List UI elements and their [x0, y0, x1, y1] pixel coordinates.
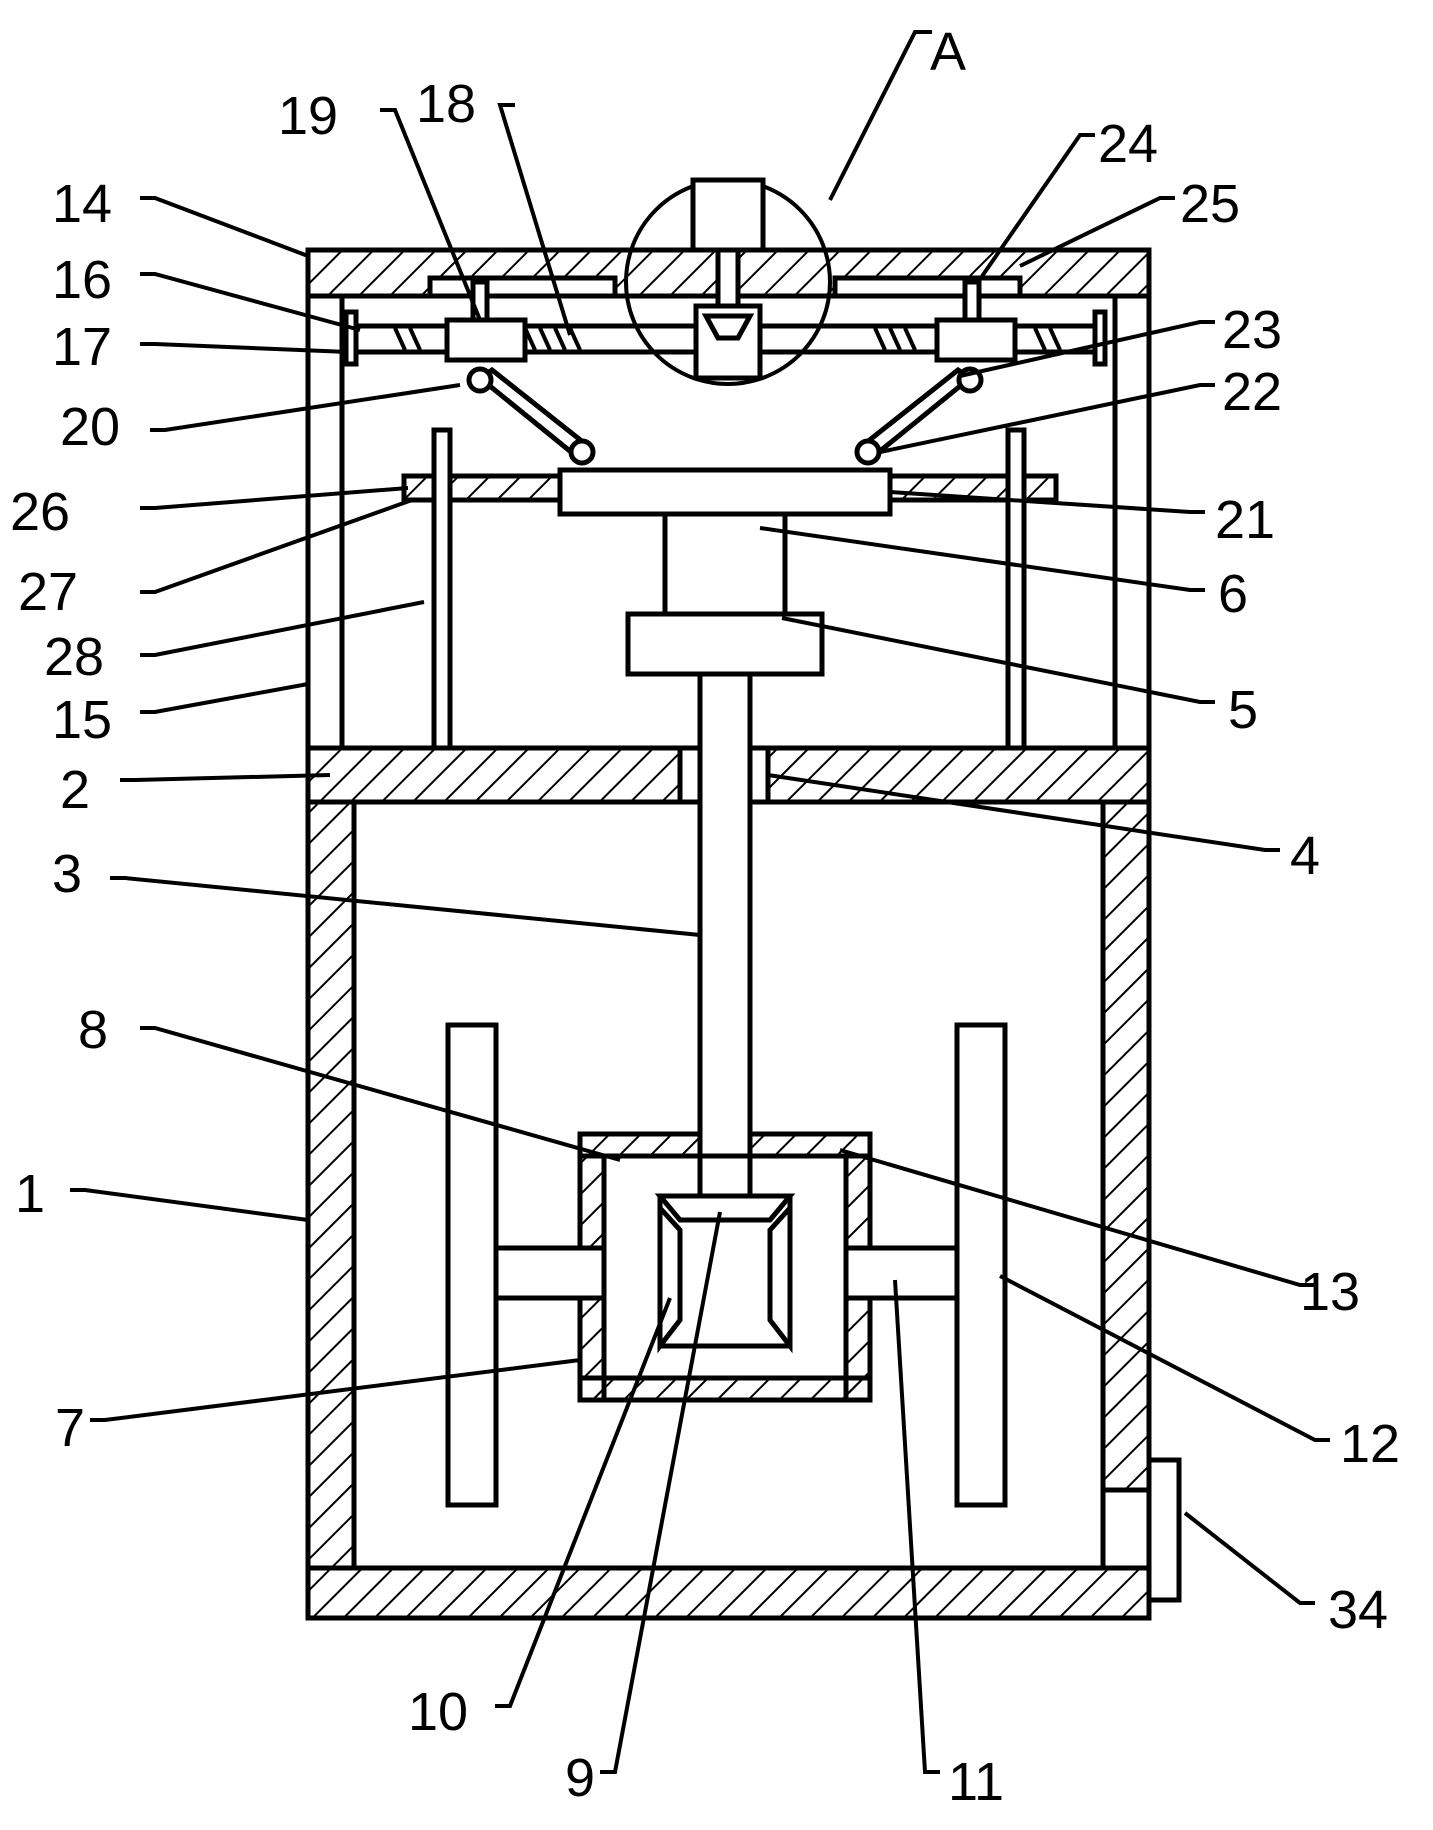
bevel-gears	[654, 1193, 796, 1354]
callout-14: 14	[52, 174, 112, 234]
callout-10: 10	[408, 1682, 468, 1742]
callout-28: 28	[44, 627, 104, 687]
bearing-left-17	[343, 309, 359, 367]
motor-base-5	[625, 611, 825, 677]
tank-bottom-1	[305, 1565, 1152, 1621]
callout-25: 25	[1180, 174, 1240, 234]
callout-labels: A 14 16 17 19 18 24 25 23 22 20 26 21 27…	[10, 22, 1400, 1812]
tank-wall-left-1	[305, 799, 357, 1571]
leader-lines	[70, 30, 1330, 1774]
callout-23: 23	[1222, 300, 1282, 360]
bevel-gear-10	[657, 1201, 683, 1354]
motor-cap	[690, 177, 766, 253]
paddle-right-12	[954, 1022, 1008, 1508]
callout-2: 2	[60, 760, 90, 820]
callout-18: 18	[416, 74, 476, 134]
guide-strip-left-26	[401, 473, 563, 503]
callout-11: 11	[948, 1752, 1004, 1812]
callout-21: 21	[1215, 490, 1275, 550]
callout-7: 7	[55, 1398, 85, 1458]
lower-tank	[305, 799, 1182, 1621]
shaft-in-box	[697, 1153, 753, 1199]
bearing-right	[1092, 309, 1108, 367]
pivot-right-bottom-22	[854, 438, 882, 466]
gearbox-left-upper	[577, 1153, 607, 1251]
bevel-gear-top	[701, 313, 755, 341]
callout-24: 24	[1098, 114, 1158, 174]
plate-right-4	[765, 745, 1152, 805]
callout-13: 13	[1300, 1262, 1360, 1322]
callout-A: A	[930, 22, 966, 82]
side-wall-left-15	[305, 293, 345, 751]
detail-A	[624, 177, 832, 386]
rail-right-25	[832, 275, 1023, 299]
linkages	[466, 366, 984, 466]
callout-9: 9	[565, 1748, 595, 1808]
callout-15: 15	[52, 690, 112, 750]
callout-4: 4	[1290, 826, 1320, 886]
side-wall-right-15	[1112, 293, 1152, 751]
guide-rod-left-28	[431, 427, 453, 751]
paddle-left-12	[445, 1022, 499, 1508]
guide-rod-right-28	[1005, 427, 1027, 751]
callout-27: 27	[18, 562, 78, 622]
motor-assembly	[625, 511, 825, 677]
pivot-left-top	[466, 366, 494, 394]
slider-left-19	[444, 317, 528, 363]
callout-22: 22	[1222, 362, 1282, 422]
gearbox-bottom-7	[577, 1375, 873, 1403]
gearbox-right-upper	[843, 1153, 873, 1251]
callout-5: 5	[1228, 680, 1258, 740]
callout-6: 6	[1218, 564, 1248, 624]
slider-rod-left	[470, 279, 490, 323]
outlet-pipe	[1100, 1487, 1152, 1571]
motor-shaft	[715, 247, 741, 311]
callout-12: 12	[1340, 1414, 1400, 1474]
lift-plate-21	[557, 467, 893, 517]
main-shaft-3	[697, 671, 753, 1237]
callout-1: 1	[15, 1164, 45, 1224]
valve-34	[1146, 1457, 1182, 1603]
pivot-left-bottom-22	[568, 438, 596, 466]
lift-plate	[401, 427, 1059, 751]
callout-20: 20	[60, 397, 120, 457]
slider-rod-right-24	[962, 279, 982, 323]
bevel-gear-9	[654, 1193, 796, 1223]
motor-body-6	[662, 511, 788, 617]
thread-marks	[393, 327, 1062, 351]
bevel-gear-right	[767, 1201, 793, 1354]
callout-34: 34	[1328, 1580, 1388, 1640]
slider-right-19	[934, 317, 1018, 363]
plate-left-2	[305, 745, 683, 805]
callout-17: 17	[52, 317, 112, 377]
callout-16: 16	[52, 250, 112, 310]
callout-8: 8	[78, 1000, 108, 1060]
link-left-23	[475, 366, 592, 460]
callout-19: 19	[278, 86, 338, 146]
callout-26: 26	[10, 482, 70, 542]
callout-3: 3	[52, 844, 82, 904]
rail-left-25	[427, 275, 618, 299]
tank-wall-right-1	[1100, 799, 1152, 1493]
